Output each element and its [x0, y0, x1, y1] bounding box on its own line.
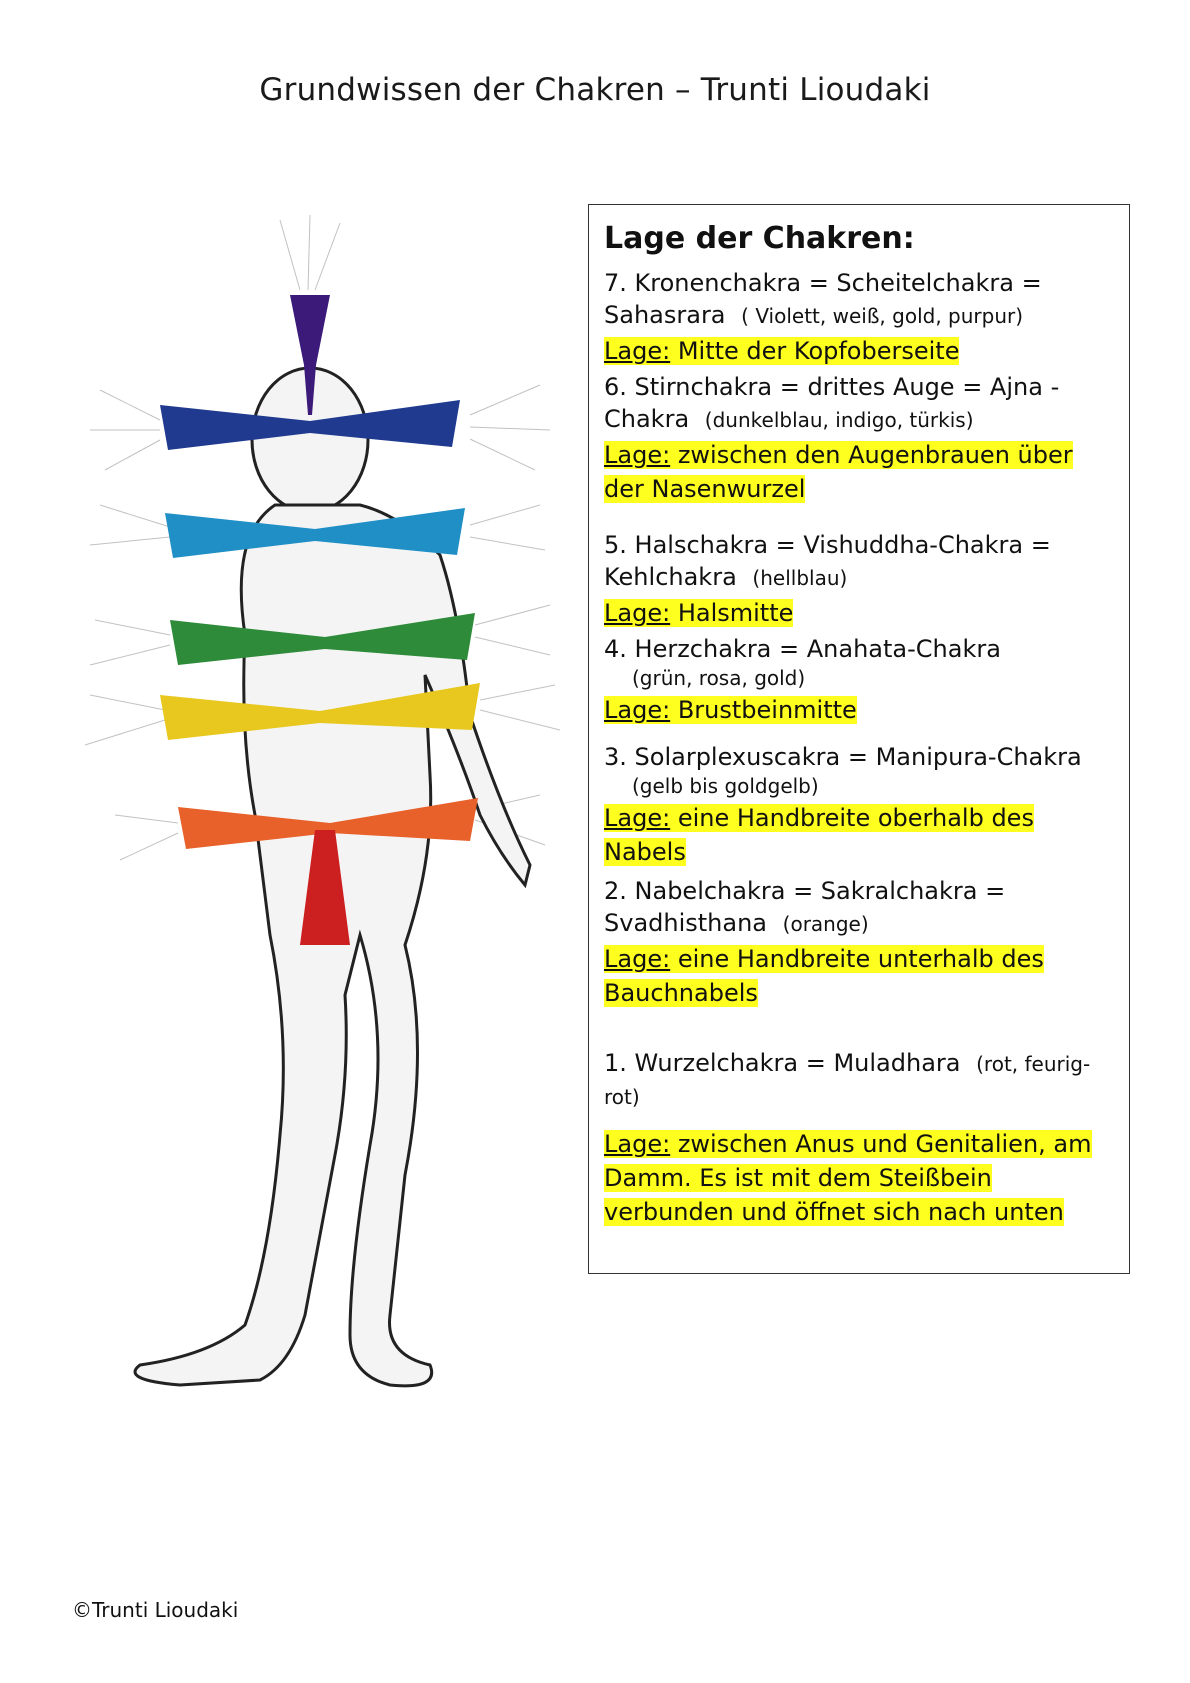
chakra-name-cont: Kehlchakra	[604, 563, 737, 591]
chakra-name-cont: Svadhisthana	[604, 909, 768, 937]
lage-label: Lage:	[604, 945, 671, 973]
chakra-name-cont: Chakra	[604, 405, 690, 433]
chakra-1-root	[300, 830, 350, 945]
chakra-name: 1. Wurzelchakra = Muladhara	[604, 1049, 961, 1077]
chakra-entry-2: 2. Nabelchakra = Sakralchakra = Svadhist…	[604, 875, 1119, 1010]
chakra-colors: (rot, feurig-rot)	[604, 1052, 1091, 1109]
chakra-entry-6: 6. Stirnchakra = drittes Auge = Ajna - C…	[604, 371, 1119, 506]
chakra-name: 2. Nabelchakra = Sakralchakra =	[604, 877, 1006, 905]
chakra-7-crown	[290, 295, 330, 415]
chakra-name: 3. Solarplexuscakra = Manipura-Chakra	[604, 743, 1082, 771]
chakra-6-third-eye	[160, 400, 460, 450]
chakra-3-solar-plexus	[160, 683, 480, 740]
human-figure	[133, 366, 532, 1388]
lage-text: eine Handbreite unterhalb des Bauchnabel…	[604, 945, 1044, 1007]
chakra-body-illustration	[60, 215, 600, 1515]
chakra-entry-1: 1. Wurzelchakra = Muladhara (rot, feurig…	[604, 1047, 1119, 1229]
chakra-name: 6. Stirnchakra = drittes Auge = Ajna -	[604, 373, 1060, 401]
lage-text: Brustbeinmitte	[677, 696, 857, 724]
lage-text: Mitte der Kopfoberseite	[677, 337, 960, 365]
chakra-name: 4. Herzchakra = Anahata-Chakra	[604, 635, 1001, 663]
lage-label: Lage:	[604, 441, 671, 469]
chakra-4-heart	[170, 613, 475, 665]
chakra-entry-7: 7. Kronenchakra = Scheitelchakra = Sahas…	[604, 267, 1119, 368]
lage-text: eine Handbreite oberhalb des Nabels	[604, 804, 1034, 866]
lage-label: Lage:	[604, 696, 671, 724]
chakra-colors: (grün, rosa, gold)	[632, 666, 806, 690]
chakra-location: Lage: Brustbeinmitte	[604, 696, 857, 724]
chakra-colors: (hellblau)	[752, 566, 848, 590]
chakra-colors: (dunkelblau, indigo, türkis)	[704, 408, 974, 432]
chakra-location: Lage: eine Handbreite unterhalb des Bauc…	[604, 945, 1044, 1007]
lage-label: Lage:	[604, 337, 671, 365]
lage-label: Lage:	[604, 1130, 671, 1158]
chakra-name-cont: Sahasrara	[604, 301, 726, 329]
chakra-location: Lage: eine Handbreite oberhalb des Nabel…	[604, 804, 1034, 866]
chakra-location: Lage: zwischen Anus und Genitalien, am D…	[604, 1130, 1092, 1226]
chakra-location: Lage: zwischen den Augenbrauen über der …	[604, 441, 1073, 503]
chakra-colors: ( Violett, weiß, gold, purpur)	[741, 304, 1024, 328]
chakra-entry-3: 3. Solarplexuscakra = Manipura-Chakra (g…	[604, 741, 1119, 869]
chakra-entry-4: 4. Herzchakra = Anahata-Chakra (grün, ro…	[604, 633, 1119, 727]
page-title: Grundwissen der Chakren – Trunti Lioudak…	[259, 72, 931, 108]
chakra-location-box: Lage der Chakren: 7. Kronenchakra = Sche…	[588, 204, 1130, 1274]
lage-text: zwischen Anus und Genitalien, am Damm. E…	[604, 1130, 1092, 1226]
copyright-footer: ©Trunti Lioudaki	[72, 1598, 239, 1622]
chakra-2-sacral	[178, 798, 478, 849]
lage-label: Lage:	[604, 599, 671, 627]
lage-label: Lage:	[604, 804, 671, 832]
chakra-entry-5: 5. Halschakra = Vishuddha-Chakra = Kehlc…	[604, 529, 1119, 630]
chakra-colors: (gelb bis goldgelb)	[632, 774, 819, 798]
lage-text: Halsmitte	[677, 599, 794, 627]
chakra-5-throat	[165, 508, 465, 558]
chakra-colors: (orange)	[782, 912, 869, 936]
infobox-heading: Lage der Chakren:	[604, 221, 915, 256]
chakra-location: Lage: Halsmitte	[604, 599, 794, 627]
chakra-name: 5. Halschakra = Vishuddha-Chakra =	[604, 531, 1051, 559]
chakra-name: 7. Kronenchakra = Scheitelchakra =	[604, 269, 1042, 297]
lage-text: zwischen den Augenbrauen über der Nasenw…	[604, 441, 1073, 503]
chakra-location: Lage: Mitte der Kopfoberseite	[604, 337, 960, 365]
